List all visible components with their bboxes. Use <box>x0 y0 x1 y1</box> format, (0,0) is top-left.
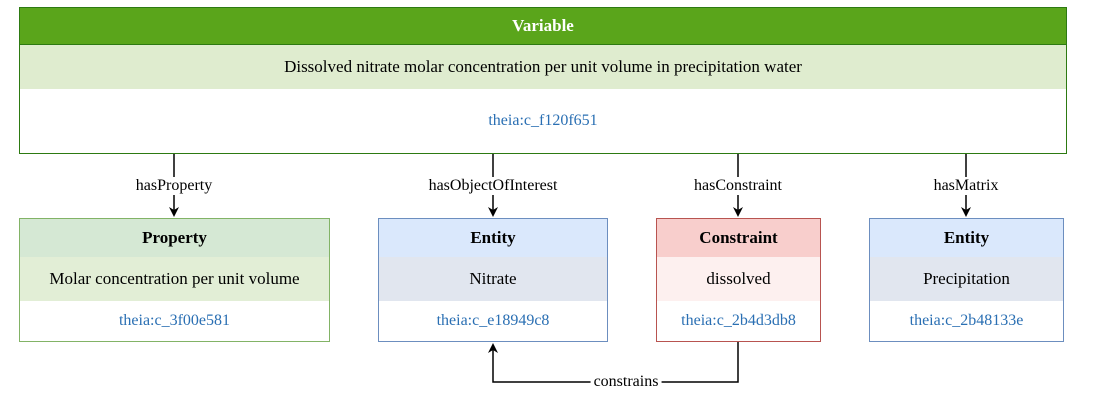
edge-label-has-matrix: hasMatrix <box>930 177 1002 195</box>
edge-label-constrains: constrains <box>590 373 662 391</box>
variable-id: theia:c_f120f651 <box>20 89 1066 153</box>
constraint-title: Constraint <box>657 219 820 258</box>
entity-matrix-title: Entity <box>870 219 1063 258</box>
entity-matrix-id: theia:c_2b48133e <box>870 301 1063 341</box>
entity-matrix-label: Precipitation <box>870 257 1063 301</box>
constraint-node: Constraint dissolved theia:c_2b4d3db8 <box>656 218 821 342</box>
property-title: Property <box>20 219 329 258</box>
variable-description: Dissolved nitrate molar concentration pe… <box>20 45 1066 89</box>
edge-label-has-constraint: hasConstraint <box>691 177 785 195</box>
variable-node: Variable Dissolved nitrate molar concent… <box>19 7 1067 154</box>
entity-object-label: Nitrate <box>379 257 607 301</box>
edge-label-has-object-of-interest: hasObjectOfInterest <box>425 177 561 195</box>
property-label: Molar concentration per unit volume <box>20 257 329 301</box>
property-node: Property Molar concentration per unit vo… <box>19 218 330 342</box>
variable-title: Variable <box>20 8 1066 45</box>
entity-object-node: Entity Nitrate theia:c_e18949c8 <box>378 218 608 342</box>
constraint-label: dissolved <box>657 257 820 301</box>
entity-matrix-node: Entity Precipitation theia:c_2b48133e <box>869 218 1064 342</box>
entity-object-id: theia:c_e18949c8 <box>379 301 607 341</box>
constraint-id: theia:c_2b4d3db8 <box>657 301 820 341</box>
entity-object-title: Entity <box>379 219 607 258</box>
edge-label-has-property: hasProperty <box>132 177 216 195</box>
property-id: theia:c_3f00e581 <box>20 301 329 341</box>
